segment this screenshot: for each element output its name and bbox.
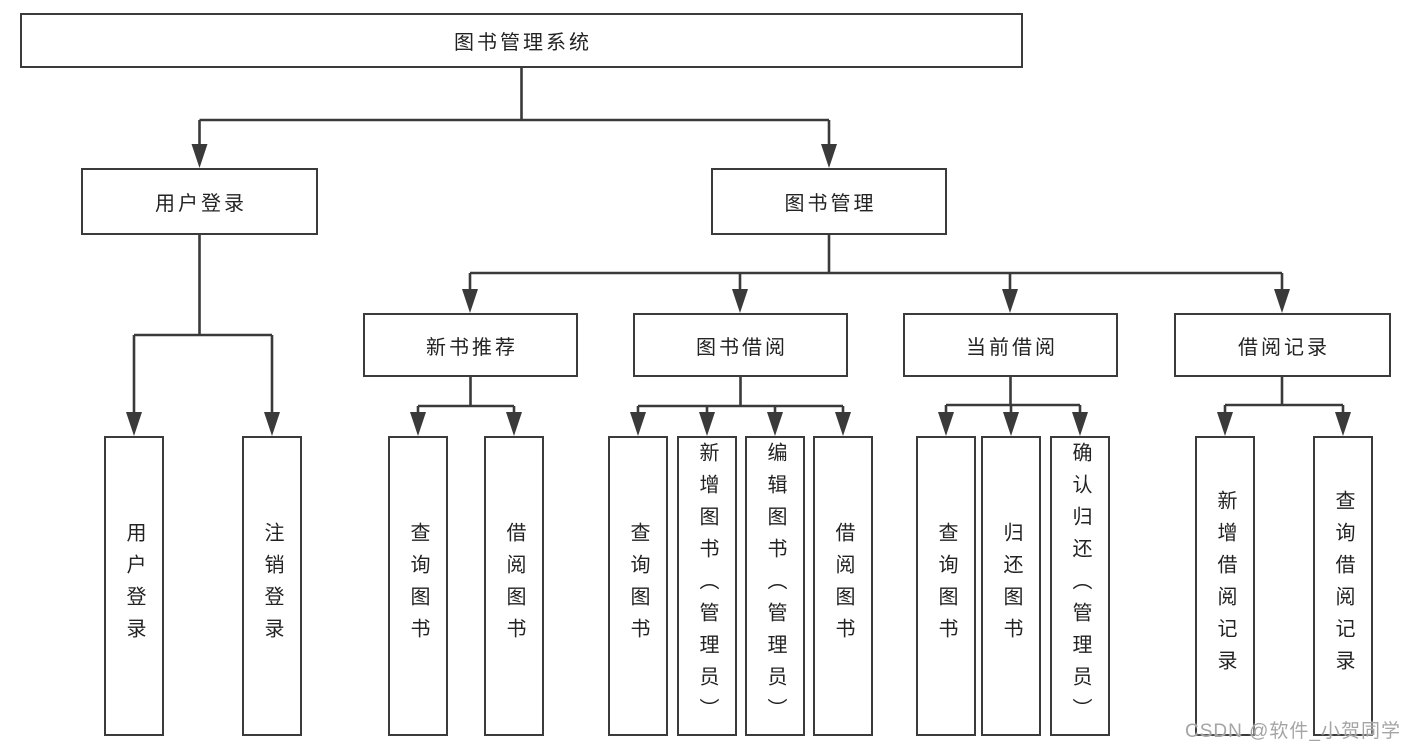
node-user-login: 用户登录 bbox=[81, 168, 318, 235]
leaf-query-borrow-record-label: 查询借阅记录 bbox=[1332, 490, 1354, 682]
leaf-edit-book-admin-label: 编辑图书（管理员） bbox=[764, 442, 786, 730]
node-book-management-label: 图书管理 bbox=[784, 193, 877, 215]
leaf-confirm-return-admin-label: 确认归还（管理员） bbox=[1069, 442, 1091, 730]
node-book-borrow-label: 图书借阅 bbox=[696, 336, 788, 359]
leaf-logout: 注销登录 bbox=[242, 436, 302, 736]
leaf-query-books-1: 查询图书 bbox=[388, 436, 448, 736]
leaf-add-borrow-record: 新增借阅记录 bbox=[1195, 436, 1255, 736]
node-borrow-records-label: 借阅记录 bbox=[1238, 336, 1330, 359]
node-root-label: 图书管理系统 bbox=[454, 32, 592, 54]
leaf-borrow-books-1-label: 借阅图书 bbox=[503, 522, 525, 650]
leaf-query-books-3-label: 查询图书 bbox=[935, 522, 957, 650]
connector-book-management-branch bbox=[462, 235, 1290, 313]
leaf-return-book: 归还图书 bbox=[981, 436, 1041, 736]
leaf-return-book-label: 归还图书 bbox=[1000, 522, 1022, 650]
connector-user-login-branch bbox=[126, 235, 280, 436]
connector-book-borrow-branch bbox=[630, 377, 851, 436]
leaf-borrow-books-1: 借阅图书 bbox=[484, 436, 544, 736]
connector-borrow-records-branch bbox=[1217, 377, 1351, 436]
leaf-add-borrow-record-label: 新增借阅记录 bbox=[1214, 490, 1236, 682]
leaf-query-books-2: 查询图书 bbox=[608, 436, 668, 736]
connector-root-to-level2 bbox=[191, 68, 837, 168]
leaf-confirm-return-admin: 确认归还（管理员） bbox=[1050, 436, 1110, 736]
leaf-logout-label: 注销登录 bbox=[261, 522, 283, 650]
node-current-borrow: 当前借阅 bbox=[903, 313, 1118, 377]
node-borrow-records: 借阅记录 bbox=[1174, 313, 1391, 377]
connector-current-borrow-branch bbox=[938, 377, 1088, 436]
node-new-book-recommend-label: 新书推荐 bbox=[426, 336, 518, 359]
leaf-query-borrow-record: 查询借阅记录 bbox=[1313, 436, 1373, 736]
connector-new-book-branch bbox=[410, 377, 522, 436]
leaf-query-books-1-label: 查询图书 bbox=[407, 522, 429, 650]
leaf-user-login: 用户登录 bbox=[104, 436, 164, 736]
node-root: 图书管理系统 bbox=[20, 13, 1023, 68]
leaf-user-login-label: 用户登录 bbox=[123, 522, 145, 650]
node-user-login-label: 用户登录 bbox=[155, 193, 247, 215]
node-book-management: 图书管理 bbox=[711, 168, 947, 235]
leaf-query-books-3: 查询图书 bbox=[916, 436, 976, 736]
leaf-edit-book-admin: 编辑图书（管理员） bbox=[745, 436, 805, 736]
leaf-query-books-2-label: 查询图书 bbox=[627, 522, 649, 650]
leaf-add-book-admin: 新增图书（管理员） bbox=[677, 436, 737, 736]
node-book-borrow: 图书借阅 bbox=[633, 313, 848, 377]
node-new-book-recommend: 新书推荐 bbox=[363, 313, 578, 377]
leaf-add-book-admin-label: 新增图书（管理员） bbox=[696, 442, 718, 730]
csdn-watermark: CSDN @软件_小贺同学 bbox=[1185, 721, 1401, 742]
node-current-borrow-label: 当前借阅 bbox=[966, 336, 1058, 359]
leaf-borrow-books-2-label: 借阅图书 bbox=[832, 522, 854, 650]
leaf-borrow-books-2: 借阅图书 bbox=[813, 436, 873, 736]
